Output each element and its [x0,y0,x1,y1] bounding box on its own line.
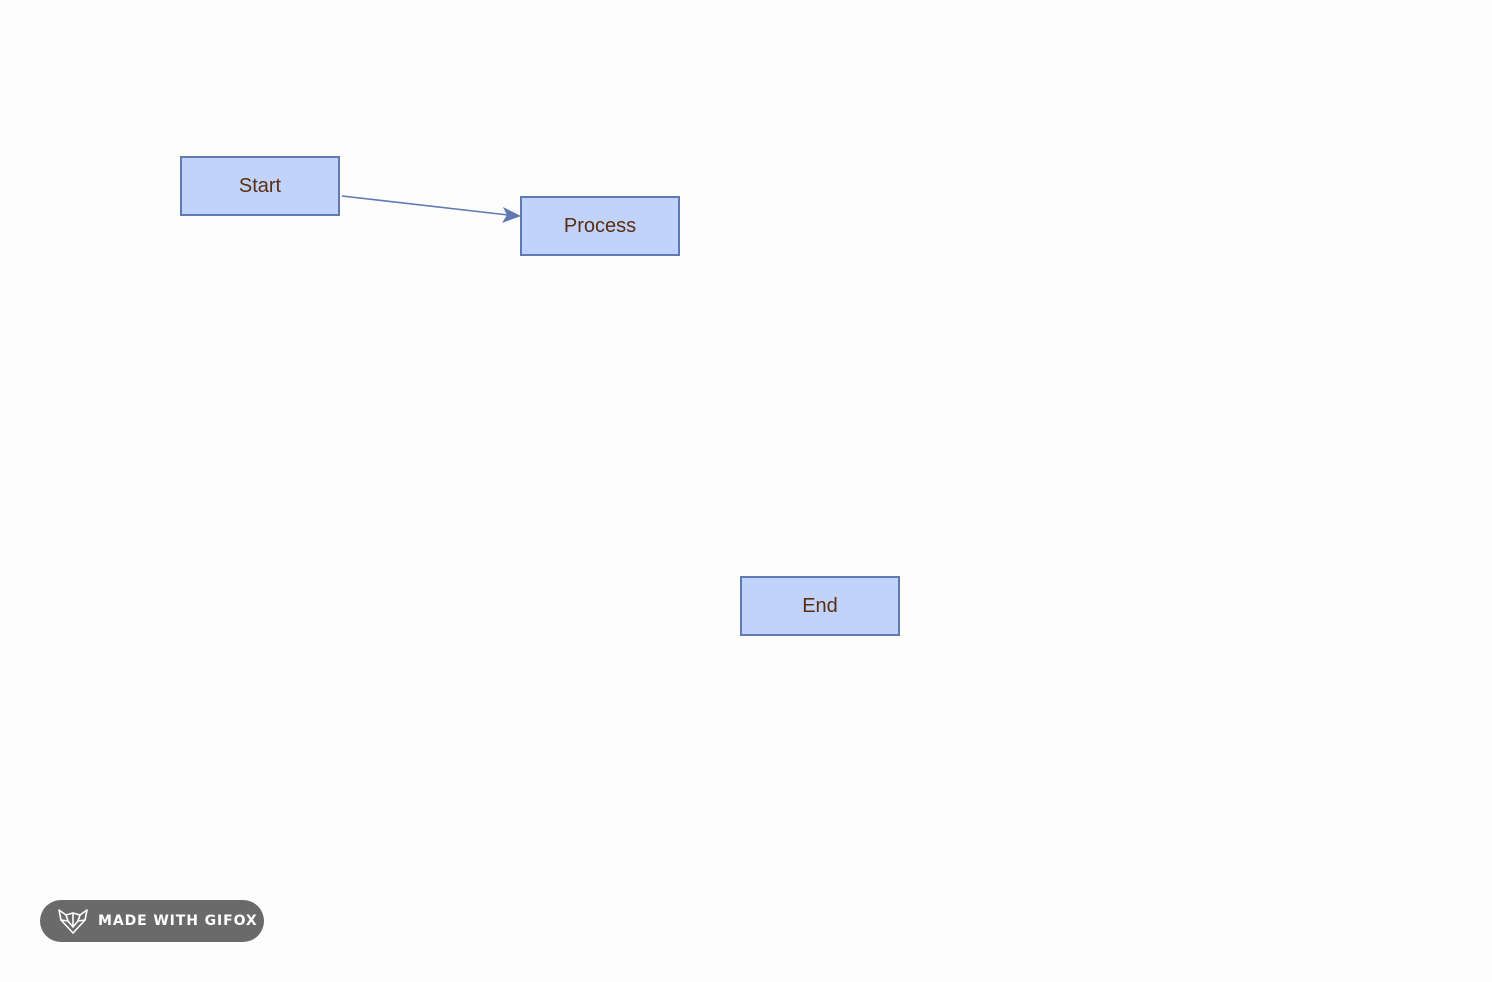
gifox-watermark: MADE WITH GIFOX [40,900,264,942]
gifox-watermark-text: MADE WITH GIFOX [98,913,258,929]
edge-start-to-process[interactable] [341,195,509,216]
node-end-label: End [802,595,838,617]
node-end[interactable]: End [740,576,900,636]
edge-start-to-process-arrowhead [502,207,521,223]
node-start-label: Start [238,175,282,197]
node-process[interactable]: Process [520,196,680,256]
node-process-label: Process [563,215,637,237]
node-start[interactable]: Start [180,156,340,216]
fox-icon [58,909,88,934]
